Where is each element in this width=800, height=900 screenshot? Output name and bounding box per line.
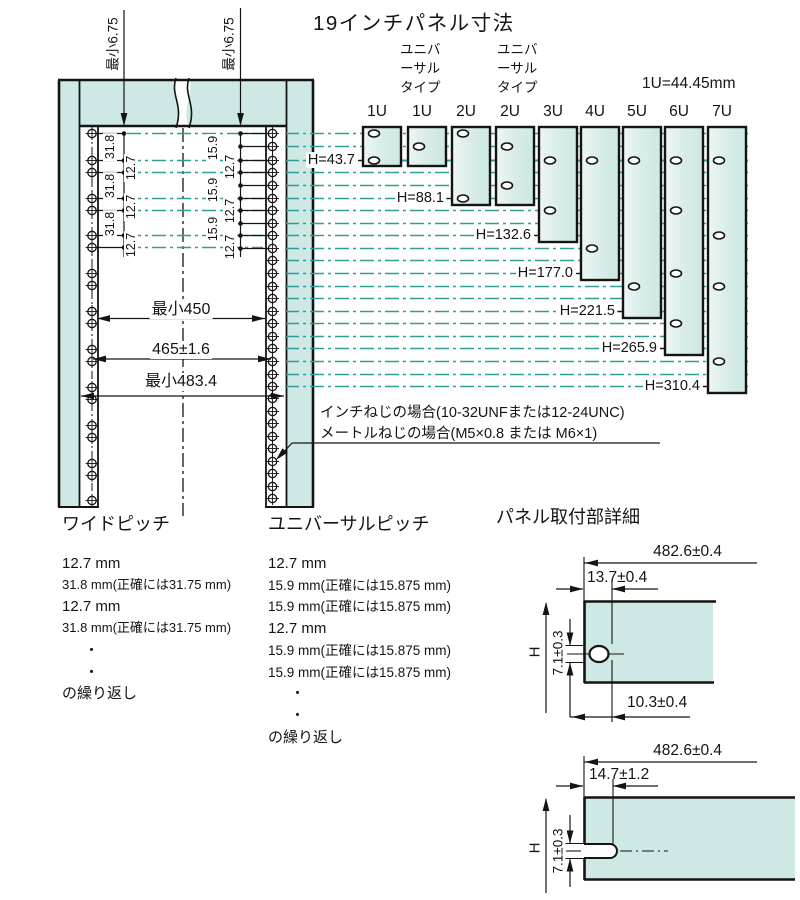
width-dimensions (81, 315, 284, 400)
detail-lower (542, 756, 795, 893)
detail-upper (542, 557, 757, 722)
u-panels (358, 125, 748, 395)
screw-note-leader (276, 442, 660, 460)
rail-holes (85, 127, 279, 507)
